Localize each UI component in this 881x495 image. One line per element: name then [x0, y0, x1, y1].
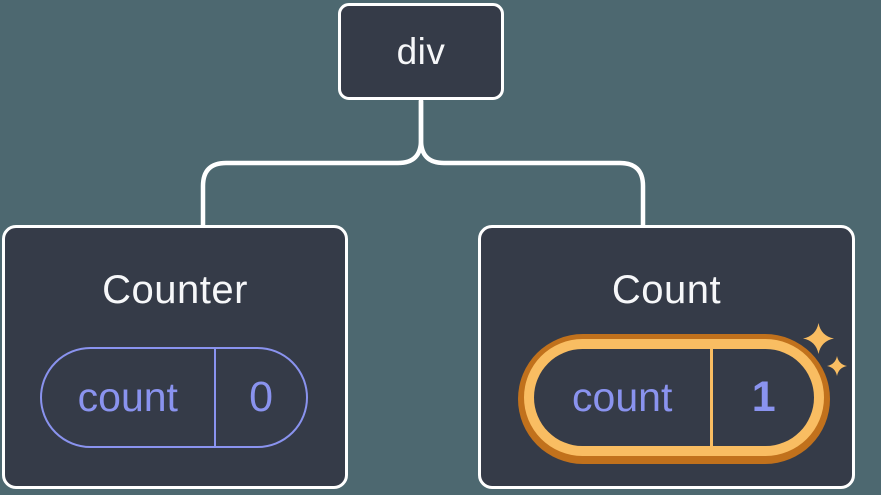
state-name-cell: count: [42, 349, 214, 446]
state-value: 0: [249, 373, 273, 421]
state-name: count: [572, 374, 673, 420]
state-value-cell: 0: [216, 349, 306, 446]
state-value: 1: [751, 373, 776, 421]
root-node-label: div: [396, 30, 446, 72]
state-pill-highlighted: count 1: [534, 349, 814, 446]
connector-right: [418, 98, 646, 230]
root-node: div: [338, 3, 504, 100]
highlight-ring-outer: count 1: [518, 334, 830, 464]
count-card: Count count 1: [478, 225, 855, 489]
state-name-cell: count: [534, 349, 710, 446]
sparkle-large-icon: [803, 323, 834, 354]
pill-divider: [710, 349, 714, 446]
highlight-ring-inner: count 1: [524, 339, 824, 456]
connector-left: [200, 98, 424, 230]
pill-divider: [213, 349, 217, 446]
card-title: Counter: [102, 268, 248, 312]
counter-card: Counter count 0: [2, 225, 348, 489]
state-pill: count 0: [40, 347, 308, 448]
sparkle-small-icon: [827, 356, 847, 376]
state-name: count: [77, 374, 178, 420]
state-value-cell: 1: [713, 349, 814, 446]
card-title: Count: [611, 268, 722, 312]
